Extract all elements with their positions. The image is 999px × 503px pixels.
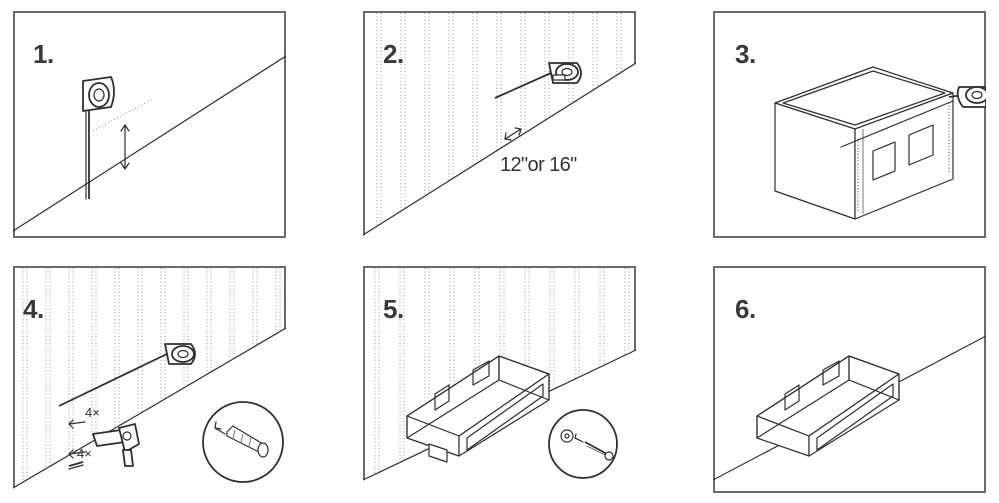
step-4-panel: 4. 4× 4× (13, 266, 286, 493)
laser-level-icon (548, 62, 582, 84)
wall-floor-edge (13, 327, 286, 489)
cabinet-box (406, 355, 550, 463)
screw-icon (68, 461, 84, 470)
drill-icon (92, 423, 140, 467)
cabinet-box (756, 355, 900, 457)
level-line (494, 72, 552, 99)
washer-screw-detail (548, 409, 618, 479)
laser-level-icon (82, 76, 115, 200)
step-number: 5. (383, 294, 404, 324)
step-5-panel: 5. (363, 266, 636, 493)
step-number: 2. (383, 39, 404, 69)
reference-line (92, 98, 154, 132)
step-1-panel: 1. (13, 11, 286, 238)
wall-floor-edge (13, 55, 286, 232)
step-number: 6. (735, 294, 756, 324)
step-2-panel: 2. 12"or 16" (363, 11, 636, 238)
wall-floor-edge (363, 62, 636, 236)
step-3-panel: 3. (713, 11, 986, 238)
laser-level-icon (948, 86, 986, 108)
stud-spacing-label: 12"or 16" (500, 154, 577, 176)
step-number: 3. (735, 39, 756, 69)
quantity-label: 4× (77, 446, 92, 461)
step-6-panel: 6. (713, 266, 986, 493)
arrow-icon (68, 419, 86, 459)
quantity-label: 4× (85, 405, 100, 420)
height-arrow-icon (120, 124, 130, 170)
cabinet-box (774, 66, 954, 220)
spacing-arrow-icon (504, 127, 522, 141)
wall-anchor-detail (202, 401, 284, 483)
laser-level-icon (164, 343, 196, 365)
step-number: 1. (33, 39, 54, 69)
level-line (58, 351, 172, 407)
step-number: 4. (23, 294, 44, 324)
